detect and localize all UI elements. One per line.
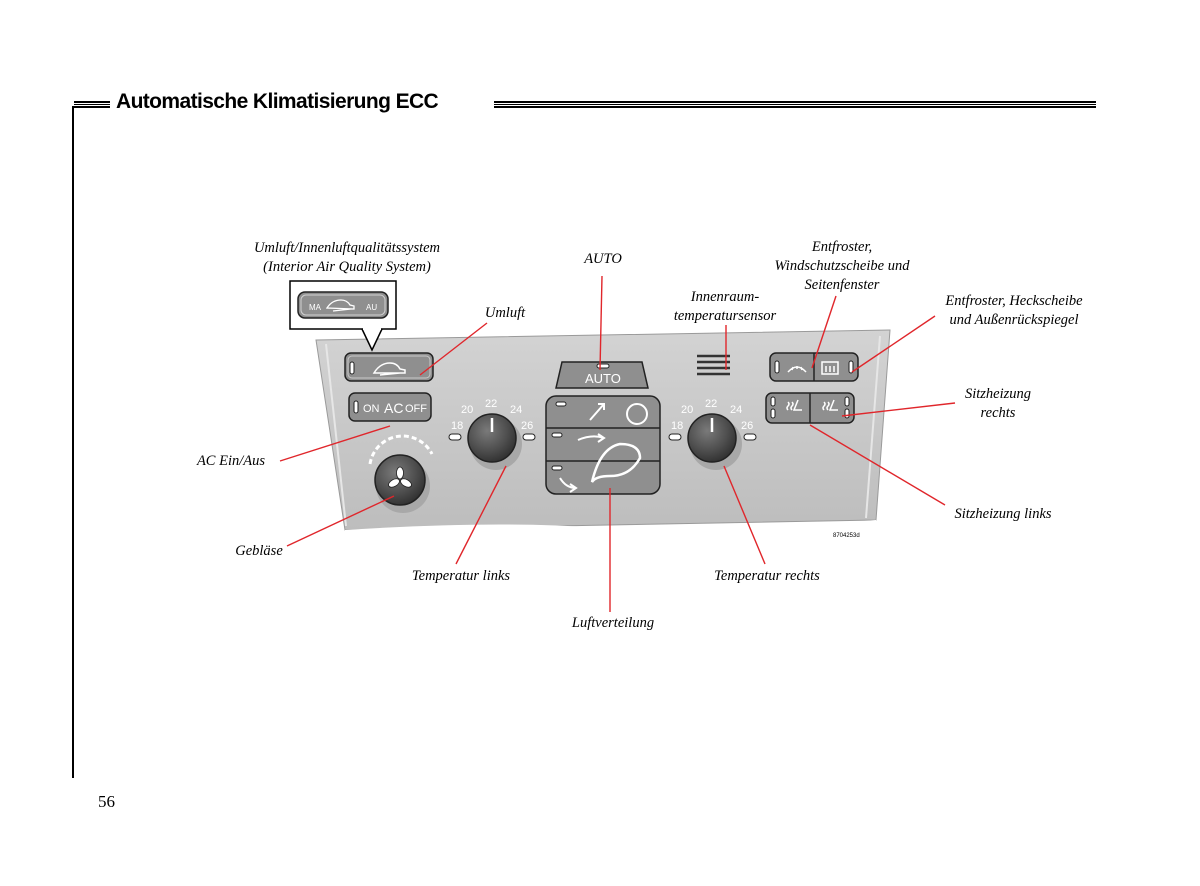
- fan-knob: [368, 434, 434, 513]
- seat-right-label-line1: Sitzheizung: [964, 386, 1032, 402]
- figure-code: 8704253d: [833, 533, 860, 539]
- auto-button: AUTO: [555, 361, 649, 389]
- defrost-front-label-line3: Seitenfenster: [804, 277, 880, 293]
- temp-scale-24: 24: [510, 404, 522, 416]
- defroster-buttons: [769, 352, 859, 382]
- defrost-front-label: Entfroster, Windschutzscheibe und Seiten…: [762, 238, 922, 295]
- umluft-label: Umluft: [484, 305, 526, 321]
- iaq-callout: MA AU: [289, 280, 397, 352]
- iaq-label-line1: Umluft/Innenluftqualitätssystem: [253, 240, 441, 256]
- seat-right-label-line2: rechts: [980, 405, 1016, 421]
- ac-off-text: OFF: [405, 403, 427, 415]
- seat-right-label: Sitzheizung rechts: [938, 385, 1058, 423]
- blower-label: Gebläse: [235, 543, 283, 559]
- defrost-front-label-line2: Windschutzscheibe und: [774, 258, 910, 274]
- auto-button-text: AUTO: [585, 371, 621, 386]
- recirculation-button: [344, 352, 434, 382]
- title-rule-right: [494, 101, 1096, 108]
- seat-heater-icon: [822, 399, 838, 411]
- temp-right-label: Temperatur rechts: [714, 568, 820, 584]
- defrost-rear-label: Entfroster, Heckscheibe und Außenrückspi…: [928, 292, 1100, 330]
- defrost-front-label-line1: Entfroster,: [811, 239, 873, 255]
- temperature-sensor-grille: [697, 354, 730, 376]
- car-recirculation-icon: [372, 362, 406, 376]
- ac-label: AC Ein/Aus: [196, 453, 266, 469]
- defrost-rear-label-line1: Entfroster, Heckscheibe: [945, 293, 1083, 309]
- panel-bottom-wave: [345, 520, 876, 534]
- fan-icon: [388, 466, 412, 488]
- title-rule-left: [74, 101, 110, 108]
- temp-scale-22: 22: [705, 398, 717, 410]
- left-temperature-knob: 18 20 22 24 26: [448, 398, 536, 470]
- sensor-label-line1: Innenraum-: [690, 289, 760, 305]
- ac-on-text: ON: [363, 403, 380, 415]
- sensor-label: Innenraum- temperatursensor: [650, 288, 800, 326]
- temp-scale-18: 18: [671, 420, 683, 432]
- sensor-label-line2: temperatursensor: [673, 308, 777, 324]
- page-number: 56: [98, 792, 115, 811]
- rear-window-defrost-icon: [821, 361, 839, 375]
- auto-label: AUTO: [584, 251, 622, 267]
- iaq-label-line2: (Interior Air Quality System): [263, 259, 431, 275]
- page-title: Automatische Klimatisierung ECC: [116, 90, 439, 113]
- temp-left-label: Temperatur links: [411, 568, 511, 584]
- temp-scale-24: 24: [730, 404, 742, 416]
- temp-scale-18: 18: [451, 420, 463, 432]
- temp-scale-26: 26: [741, 420, 753, 432]
- temp-scale-20: 20: [681, 404, 693, 416]
- temp-scale-22: 22: [485, 398, 497, 410]
- margin-rule: [72, 106, 74, 778]
- temp-scale-20: 20: [461, 404, 473, 416]
- ac-ac-text: AC: [384, 400, 403, 416]
- windshield-defrost-icon: [787, 366, 807, 373]
- temp-scale-26: 26: [521, 420, 533, 432]
- ac-button: ON AC OFF: [348, 392, 432, 422]
- leader-lines: [279, 275, 956, 612]
- seat-heater-buttons: [765, 392, 855, 424]
- right-temperature-knob: 18 20 22 24 26: [668, 398, 757, 470]
- air-distribution-label: Luftverteilung: [571, 615, 655, 631]
- air-distribution-buttons: [545, 395, 661, 495]
- defrost-rear-label-line2: und Außenrückspiegel: [949, 312, 1079, 328]
- iaq-label: Umluft/Innenluftqualitätssystem (Interio…: [232, 239, 462, 277]
- iaq-ma-text: MA: [309, 303, 322, 312]
- seat-left-label: Sitzheizung links: [954, 506, 1052, 522]
- car-recirculation-icon: [325, 299, 355, 312]
- iaq-au-text: AU: [366, 303, 377, 312]
- seat-heater-icon: [786, 399, 802, 411]
